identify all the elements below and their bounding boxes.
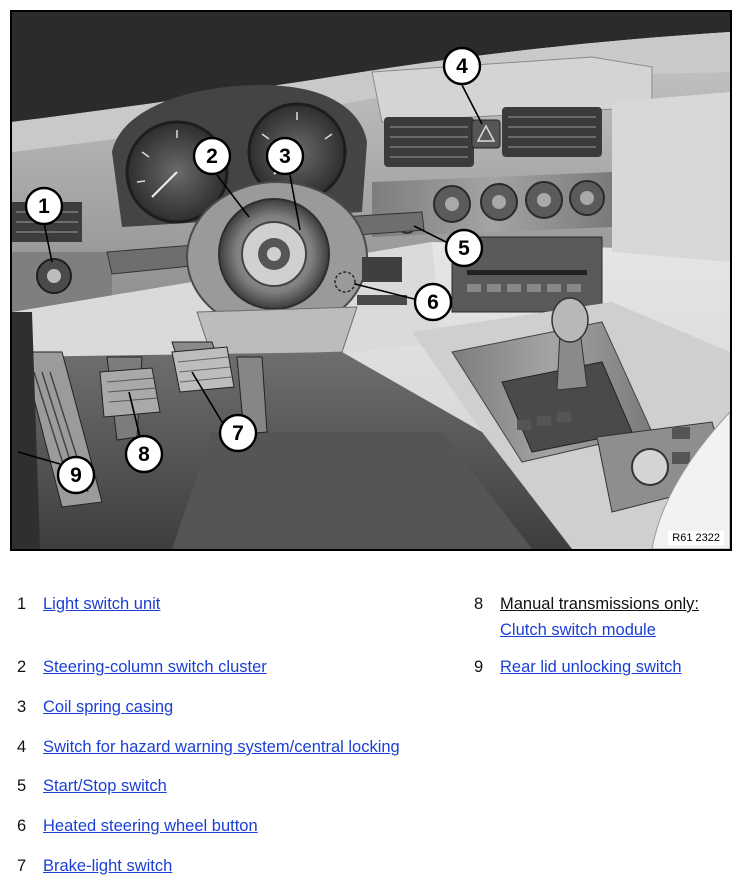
leader-line-3 bbox=[289, 174, 301, 231]
legend-number: 3 bbox=[17, 698, 27, 716]
svg-text:2: 2 bbox=[206, 145, 218, 168]
callout-1: 1 bbox=[24, 186, 64, 226]
leader-line-4 bbox=[461, 84, 483, 125]
svg-text:1: 1 bbox=[38, 195, 50, 218]
svg-text:5: 5 bbox=[458, 237, 470, 260]
callout-8: 8 bbox=[124, 434, 164, 474]
leader-line-9 bbox=[17, 451, 61, 465]
legend-link-clutch-switch-module[interactable]: Clutch switch module bbox=[500, 621, 656, 639]
svg-text:6: 6 bbox=[427, 291, 439, 314]
legend-number: 2 bbox=[17, 658, 27, 676]
leader-line-5 bbox=[413, 225, 447, 243]
legend-link-light-switch-unit[interactable]: Light switch unit bbox=[43, 595, 161, 613]
legend-link-hazard-central-locking-switch[interactable]: Switch for hazard warning system/central… bbox=[43, 738, 400, 756]
legend-link-rear-lid-unlocking-switch[interactable]: Rear lid unlocking switch bbox=[500, 658, 682, 676]
callout-3: 3 bbox=[265, 136, 305, 176]
figure-reference-code: R61 2322 bbox=[668, 531, 724, 545]
legend-note-manual-transmission: Manual transmissions only: bbox=[500, 595, 699, 613]
legend-number: 5 bbox=[17, 777, 27, 795]
legend-number: 9 bbox=[474, 658, 484, 676]
leader-line-7 bbox=[191, 371, 223, 423]
legend-number: 7 bbox=[17, 857, 27, 875]
leader-line-2 bbox=[216, 174, 250, 218]
legend-link-heated-steering-wheel-button[interactable]: Heated steering wheel button bbox=[43, 817, 258, 835]
legend-number: 1 bbox=[17, 595, 27, 613]
svg-text:3: 3 bbox=[279, 145, 291, 168]
legend-number: 8 bbox=[474, 595, 484, 613]
callout-5: 5 bbox=[444, 228, 484, 268]
svg-text:8: 8 bbox=[138, 443, 150, 466]
callout-7: 7 bbox=[218, 413, 258, 453]
callout-4: 4 bbox=[442, 46, 482, 86]
callout-2: 2 bbox=[192, 136, 232, 176]
legend-link-brake-light-switch[interactable]: Brake-light switch bbox=[43, 857, 173, 875]
legend-number: 4 bbox=[17, 738, 27, 756]
legend-link-start-stop-switch[interactable]: Start/Stop switch bbox=[43, 777, 167, 795]
legend-link-steering-column-switch-cluster[interactable]: Steering-column switch cluster bbox=[43, 658, 267, 676]
svg-text:9: 9 bbox=[70, 464, 82, 487]
leader-line-8 bbox=[128, 391, 141, 438]
dashboard-figure: 1 2 3 4 5 6 7 8 9 R61 2322 bbox=[10, 10, 732, 551]
legend-number: 6 bbox=[17, 817, 27, 835]
dashboard-illustration: 1 2 3 4 5 6 7 8 9 bbox=[12, 12, 730, 549]
callout-9: 9 bbox=[56, 455, 96, 495]
svg-text:7: 7 bbox=[232, 422, 244, 445]
leader-line-6 bbox=[354, 283, 419, 301]
legend-link-coil-spring-casing[interactable]: Coil spring casing bbox=[43, 698, 174, 716]
leader-line-1 bbox=[43, 222, 53, 263]
callout-6: 6 bbox=[413, 282, 453, 322]
svg-text:4: 4 bbox=[456, 55, 468, 78]
